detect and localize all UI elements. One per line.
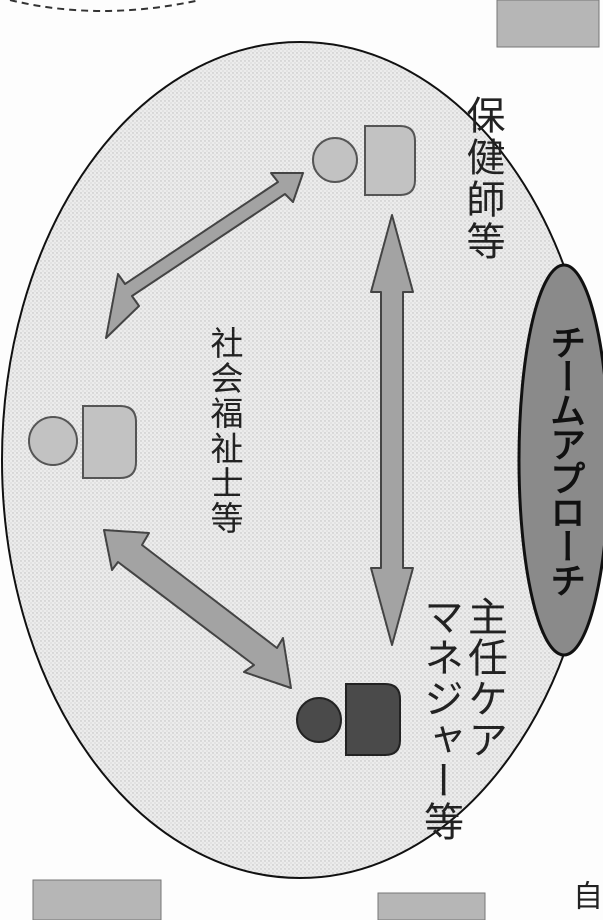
arrow-health-care	[370, 214, 414, 646]
care-manager-label-line2: マネジャー等	[417, 596, 463, 842]
arrow-social-health	[105, 172, 304, 339]
team-approach-text: チームアプローチ	[544, 324, 585, 596]
team-approach-badge	[517, 263, 603, 657]
care-manager-label-line1: 主任ケア	[461, 596, 507, 760]
corner-text: 自	[567, 880, 602, 910]
gray-box-bottom-left	[32, 879, 162, 920]
person-social-worker-icon	[28, 405, 137, 479]
person-care-manager-icon	[296, 683, 401, 756]
person-health-nurse-icon	[312, 125, 416, 196]
social-worker-label: 社会福祉士等	[205, 326, 244, 536]
health-nurse-label: 保健師等	[460, 95, 505, 263]
team-approach-label: チームアプローチ	[540, 270, 588, 650]
gray-box-bottom-center	[377, 892, 486, 920]
care-manager-label: 主任ケア マネジャー等	[417, 596, 507, 842]
arrow-social-care	[103, 529, 292, 689]
gray-box-top-right	[496, 0, 600, 48]
dashed-circle-fragment	[9, 0, 201, 12]
